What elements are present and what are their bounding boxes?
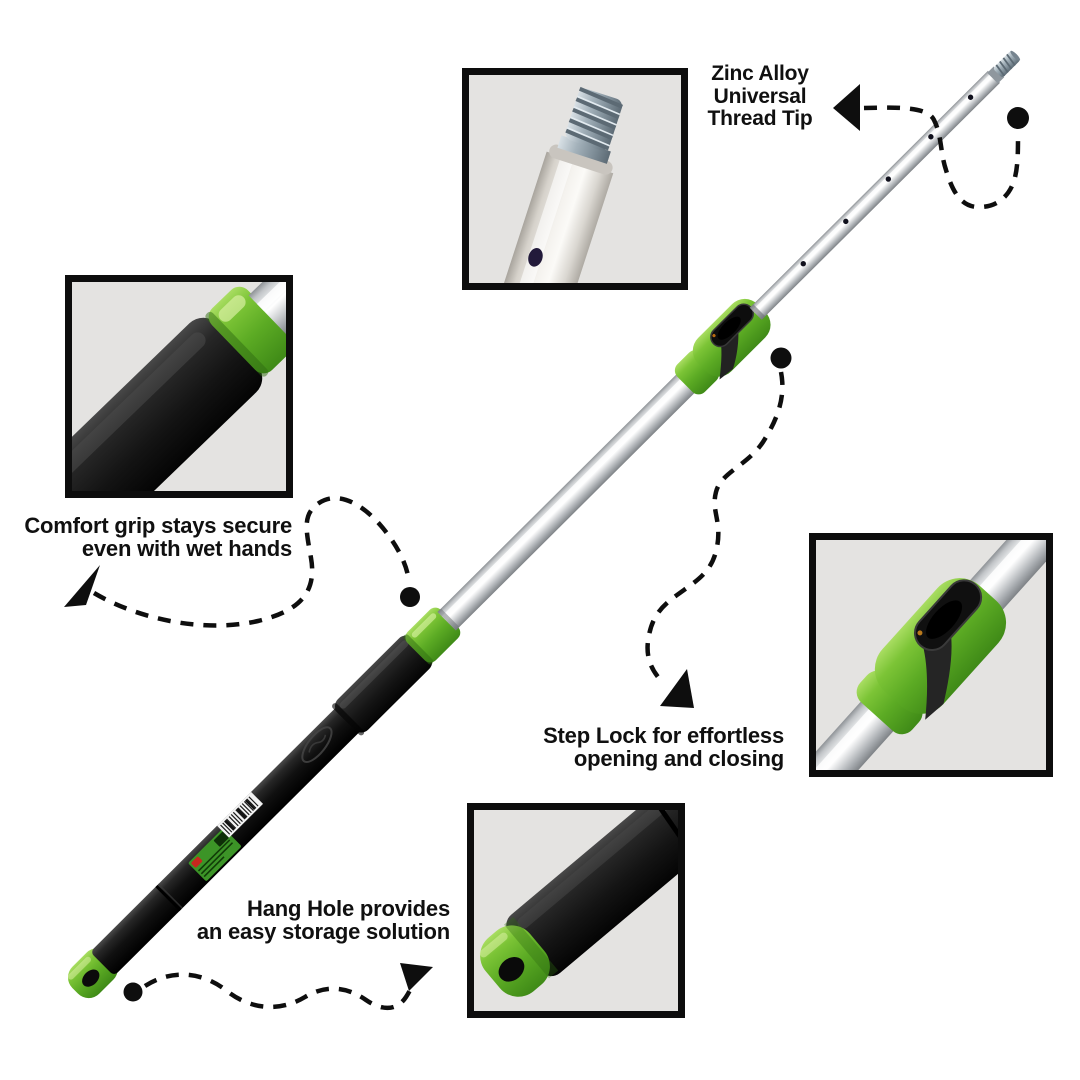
callout-line: opening and closing <box>573 746 784 771</box>
step-lock-closeup-inset <box>809 533 1053 777</box>
lower-black-tube <box>92 704 363 975</box>
thread-tip-closeup-art <box>493 86 624 283</box>
thread-tip-arrow-icon <box>833 84 860 131</box>
comfort-grip-callout-label: Comfort grip stays secure even with wet … <box>20 514 292 560</box>
upper-pole-section <box>749 70 1000 320</box>
grip-closeup <box>72 317 263 491</box>
pole-hole <box>528 248 543 267</box>
mid-pole-section <box>437 366 703 631</box>
callout-line: even with wet hands <box>81 536 292 561</box>
step-lock-dot <box>770 347 792 369</box>
thread-tip-dot <box>1007 107 1029 129</box>
comfort-grip-dashed-line <box>92 495 412 628</box>
callout-line: Hang Hole provides <box>247 896 450 921</box>
embossed-logo <box>301 726 333 764</box>
callout-line: Universal <box>713 84 807 108</box>
callout-line: Step Lock for effortless <box>543 723 784 748</box>
callout-line: Zinc Alloy <box>711 62 809 85</box>
tube-seam <box>155 884 182 912</box>
hang-hole-closeup-hole <box>498 956 525 982</box>
step-lock-closeup-art <box>816 540 1046 770</box>
thread-tip-callout-label: Zinc Alloy Universal Thread Tip <box>700 62 820 131</box>
hang-hole-callout-label: Hang Hole provides an easy storage solut… <box>180 897 450 943</box>
hang-hole-closeup-art <box>479 810 678 997</box>
thread-tip-closeup-inset <box>462 68 688 290</box>
callout-line: Thread Tip <box>707 107 813 130</box>
comfort-grip-closeup-art <box>72 282 286 491</box>
comfort-grip-arrow-icon <box>64 565 100 607</box>
hang-hole-arrow-icon <box>400 963 433 991</box>
green-collar <box>403 607 461 665</box>
comfort-grip-dot <box>400 587 420 607</box>
callout-line: an easy storage solution <box>196 919 450 944</box>
hang-hole-dashed-line <box>143 972 419 1011</box>
thread-tip-connector <box>833 84 1029 210</box>
adjustment-holes <box>800 94 974 267</box>
callout-line: Comfort grip stays secure <box>24 513 292 538</box>
barcode-label <box>217 791 264 838</box>
telescoping-pole <box>67 50 1021 999</box>
hang-hole <box>82 969 100 987</box>
lock-stripe-closeup <box>922 629 952 720</box>
hang-hole-connector <box>123 963 433 1011</box>
step-lock-arrow-icon <box>660 669 694 708</box>
zinc-thread-tip <box>987 50 1021 84</box>
product-label <box>188 828 241 881</box>
comfort-grip-closeup-inset <box>65 275 293 498</box>
step-lock-dashed-line <box>645 371 785 679</box>
step-lock-callout-label: Step Lock for effortless opening and clo… <box>520 724 784 770</box>
hang-hole-closeup-inset <box>467 803 685 1018</box>
grip-end-closeup <box>506 810 678 977</box>
step-lock-connector <box>645 347 792 708</box>
step-lock <box>674 298 771 395</box>
hang-hole-dot <box>123 982 143 1002</box>
foam-grip <box>332 635 433 736</box>
thread-tip-dashed-line <box>863 105 1021 210</box>
comfort-grip-connector <box>64 495 420 628</box>
brand-logo-chip <box>191 856 203 868</box>
